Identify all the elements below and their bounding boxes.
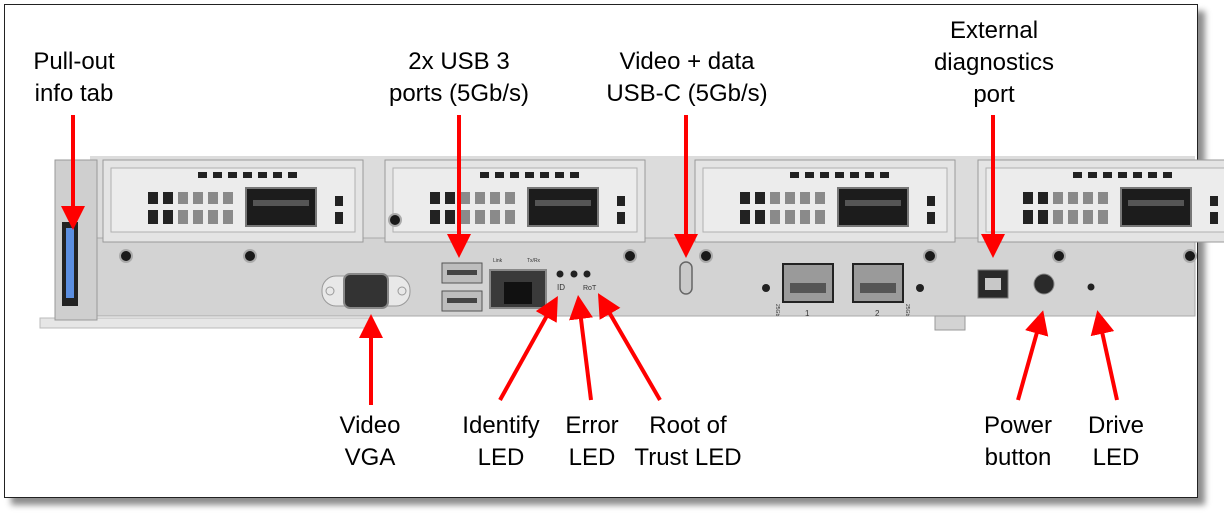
arrow-identify <box>498 296 558 401</box>
label-line: Error <box>565 412 619 439</box>
label-line: Identify <box>462 412 540 439</box>
rot-marking: RoT <box>583 285 597 292</box>
sfp-ports[interactable] <box>782 263 904 303</box>
chassis: Link Tx/Rx ID RoT 1 2 25Gb 25Gb <box>39 156 1224 331</box>
label-line: LED <box>568 444 616 471</box>
label-line: diagnostics <box>933 49 1055 76</box>
arrow-error <box>569 295 593 401</box>
label-identify-led: Identify LED <box>462 410 539 474</box>
txrx-marking: Tx/Rx <box>527 258 541 264</box>
label-line: USB-C (5Gb/s) <box>606 80 768 107</box>
label-line: 2x USB 3 <box>408 48 510 75</box>
label-power-button: Power button <box>984 410 1052 474</box>
label-video-vga: Video VGA <box>340 410 401 474</box>
sfp2-link-led <box>916 284 924 292</box>
label-line: ports (5Gb/s) <box>388 80 530 107</box>
label-line: button <box>984 444 1052 471</box>
label-error-led: Error LED <box>565 410 618 474</box>
drive-led <box>1087 283 1095 291</box>
link-marking: Link <box>493 258 503 264</box>
label-line: Drive <box>1087 412 1145 439</box>
label-line: Video <box>339 412 401 439</box>
label-line: LED <box>1092 444 1140 471</box>
sfp2-speed-marking: 25Gb <box>904 304 910 316</box>
usb-c-port[interactable] <box>679 261 693 295</box>
rot-led <box>583 270 591 278</box>
label-line: Power <box>983 412 1053 439</box>
callout-arrows <box>61 115 1119 405</box>
sfp1-speed-marking: 25Gb <box>774 304 780 316</box>
label-external-diagnostics-port: External diagnostics port <box>934 15 1054 111</box>
identify-led <box>556 270 564 278</box>
power-button[interactable] <box>1033 273 1055 295</box>
label-line: Trust LED <box>634 444 742 471</box>
management-ethernet-port[interactable] <box>489 269 547 309</box>
label-usb-c: Video + data USB-C (5Gb/s) <box>606 46 767 110</box>
port2-marking: 2 <box>875 309 880 318</box>
arrow-drive <box>1090 310 1119 401</box>
pull-out-info-tab[interactable] <box>66 228 74 298</box>
label-line: LED <box>477 444 525 471</box>
label-line: Root of <box>649 412 727 439</box>
sfp1-link-led <box>762 284 770 292</box>
vga-port[interactable] <box>321 273 411 309</box>
label-line: External <box>949 17 1039 44</box>
label-line: info tab <box>34 80 114 107</box>
arrow-power <box>1016 310 1049 401</box>
label-root-of-trust-led: Root of Trust LED <box>634 410 741 474</box>
label-line: Pull-out <box>33 48 115 75</box>
arrow-rot <box>597 293 662 402</box>
label-line: VGA <box>344 444 396 471</box>
label-usb3-ports: 2x USB 3 ports (5Gb/s) <box>389 46 529 110</box>
label-line: Video + data <box>619 48 755 75</box>
error-led <box>570 270 578 278</box>
label-pullout-info-tab: Pull-out info tab <box>33 46 114 110</box>
usb3-ports[interactable] <box>441 262 483 312</box>
id-marking: ID <box>557 283 565 292</box>
label-line: port <box>973 81 1015 108</box>
port1-marking: 1 <box>805 309 810 318</box>
label-drive-led: Drive LED <box>1088 410 1144 474</box>
